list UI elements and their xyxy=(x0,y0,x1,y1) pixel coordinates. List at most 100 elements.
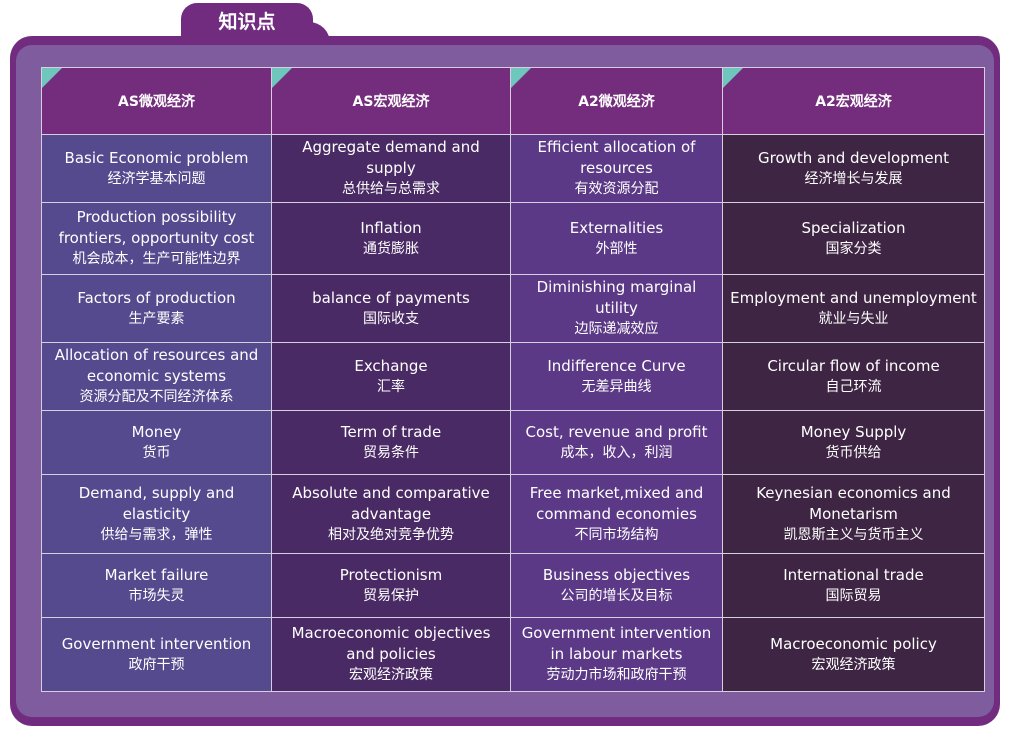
topic-english: Keynesian economics and Monetarism xyxy=(756,483,951,523)
table-cell: Protectionism 贸易保护 xyxy=(271,553,511,618)
topic-chinese: 贸易保护 xyxy=(363,587,419,604)
topic-english: Government intervention in labour market… xyxy=(521,624,712,663)
topic-english: Exchange xyxy=(354,356,428,375)
header-cell: A2宏观经济 xyxy=(722,67,985,135)
table-row: Allocation of resources and economic sys… xyxy=(41,342,985,411)
header-cell: AS宏观经济 xyxy=(271,67,511,135)
topic-english: Term of trade xyxy=(340,422,442,441)
table-cell: Inflation 通货膨胀 xyxy=(271,202,511,275)
topic-chinese: 资源分配及不同经济体系 xyxy=(79,389,234,405)
table-cell: Government intervention in labour market… xyxy=(510,617,723,692)
topic-chinese: 边际递减效应 xyxy=(574,321,659,337)
table-row: Production possibility frontiers, opport… xyxy=(41,202,985,275)
topic-chinese: 自己环流 xyxy=(825,378,882,395)
topic-english: Allocation of resources and economic sys… xyxy=(54,346,259,385)
table-cell: Allocation of resources and economic sys… xyxy=(41,342,272,411)
topic-english: Growth and development xyxy=(757,148,949,167)
topic-english: Basic Economic problem xyxy=(64,148,249,167)
topic-chinese: 货币供给 xyxy=(825,444,882,461)
corner-triangle-icon xyxy=(42,68,62,88)
table-cell: balance of payments 国际收支 xyxy=(271,274,511,343)
topic-english: Circular flow of income xyxy=(767,356,940,375)
header-label: AS宏观经济 xyxy=(352,94,430,110)
table-cell: Government intervention 政府干预 xyxy=(41,617,272,692)
topic-chinese: 劳动力市场和政府干预 xyxy=(546,667,687,683)
corner-triangle-icon xyxy=(511,68,531,88)
topic-english: Macroeconomic objectives and policies xyxy=(291,624,491,663)
header-label: AS微观经济 xyxy=(118,94,195,110)
table-cell: Free market,mixed and command economies 不… xyxy=(510,474,723,554)
topic-chinese: 通货膨胀 xyxy=(363,240,419,257)
topic-english: Money Supply xyxy=(800,422,907,441)
topic-english: Demand, supply and elasticity xyxy=(78,483,235,523)
table-row: Money 货币 Term of trade 贸易条件 Cost, revenue an… xyxy=(41,410,985,475)
topic-english: Employment and unemployment xyxy=(730,288,977,307)
topic-chinese: 国际贸易 xyxy=(825,587,882,604)
topic-english: Absolute and comparative advantage xyxy=(292,483,490,523)
topic-english: Free market,mixed and command economies xyxy=(529,483,704,523)
table-cell: Cost, revenue and profit 成本，收入，利润 xyxy=(510,410,723,475)
topic-english: Indifference Curve xyxy=(547,356,686,375)
table-cell: Term of trade 贸易条件 xyxy=(271,410,511,475)
topic-english: Aggregate demand and supply xyxy=(302,138,480,177)
topic-chinese: 国际收支 xyxy=(363,310,419,327)
topic-english: Inflation xyxy=(360,218,422,237)
knowledge-table: AS微观经济 AS宏观经济 A2微观经济 A2宏观经济 Basic Econom… xyxy=(41,67,985,692)
table-cell: Circular flow of income 自己环流 xyxy=(722,342,985,411)
topic-english: Government intervention xyxy=(61,634,252,653)
table-cell: Growth and development 经济增长与发展 xyxy=(722,134,985,203)
table-cell: Money 货币 xyxy=(41,410,272,475)
table-row: Government intervention 政府干预 Macroeconomic… xyxy=(41,617,985,692)
topic-chinese: 汇率 xyxy=(377,378,405,395)
corner-triangle-icon xyxy=(272,68,292,88)
topic-english: Specialization xyxy=(801,218,906,237)
topic-chinese: 政府干预 xyxy=(128,656,185,673)
topic-chinese: 宏观经济政策 xyxy=(349,667,433,683)
topic-chinese: 凯恩斯主义与货币主义 xyxy=(783,526,924,543)
topic-chinese: 有效资源分配 xyxy=(574,181,659,197)
corner-triangle-icon xyxy=(723,68,743,88)
topic-english: Factors of production xyxy=(77,288,236,307)
topic-chinese: 贸易条件 xyxy=(363,444,419,461)
topic-english: Cost, revenue and profit xyxy=(525,422,708,441)
topic-chinese: 经济增长与发展 xyxy=(804,170,903,187)
section-tab-title: 知识点 xyxy=(218,10,276,33)
topic-english: Externalities xyxy=(569,218,664,237)
topic-english: Market failure xyxy=(104,565,209,584)
table-cell: International trade 国际贸易 xyxy=(722,553,985,618)
table-cell: Money Supply 货币供给 xyxy=(722,410,985,475)
topic-chinese: 相对及绝对竞争优势 xyxy=(328,526,454,543)
header-label: A2微观经济 xyxy=(578,94,655,110)
header-cell: A2微观经济 xyxy=(510,67,723,135)
topic-english: Production possibility frontiers, opport… xyxy=(58,208,255,247)
topic-chinese: 货币 xyxy=(142,444,171,461)
topic-english: Protectionism xyxy=(339,565,443,584)
topic-chinese: 生产要素 xyxy=(128,310,185,327)
table-cell: Macroeconomic objectives and policies 宏观经… xyxy=(271,617,511,692)
topic-english: International trade xyxy=(783,565,924,584)
topic-chinese: 成本，收入，利润 xyxy=(560,444,673,461)
table-cell: Production possibility frontiers, opport… xyxy=(41,202,272,275)
topic-chinese: 机会成本，生产可能性边界 xyxy=(72,251,241,267)
topic-english: balance of payments xyxy=(312,288,470,307)
table-cell: Factors of production 生产要素 xyxy=(41,274,272,343)
header-cell: AS微观经济 xyxy=(41,67,272,135)
topic-chinese: 不同市场结构 xyxy=(574,526,659,543)
topic-english: Business objectives xyxy=(542,565,691,584)
topic-english: Money xyxy=(131,422,182,441)
